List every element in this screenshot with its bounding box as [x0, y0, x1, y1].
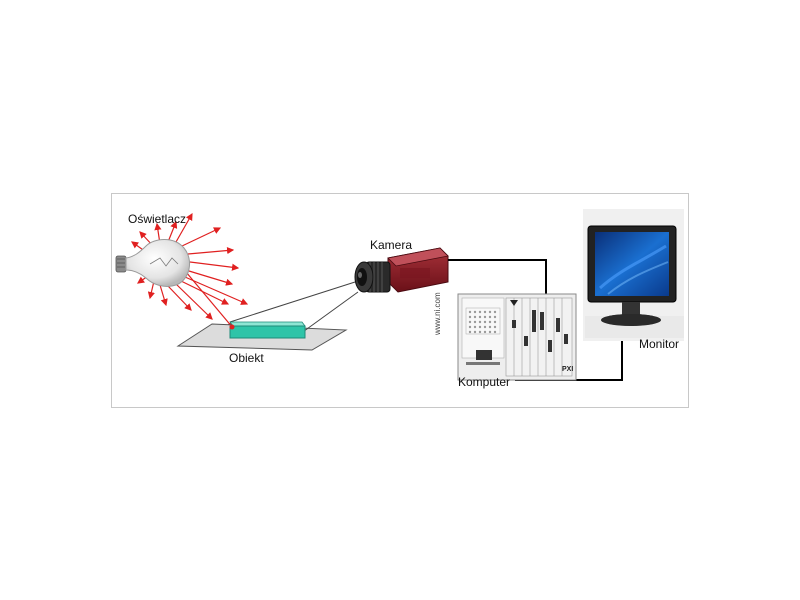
pxi-slots — [505, 297, 573, 377]
computer-url-text: www.ni.com — [433, 292, 442, 335]
label-camera: Kamera — [370, 238, 413, 252]
label-illuminator: Oświetlacz — [128, 212, 187, 226]
light-rays — [131, 212, 249, 329]
vent-grid — [468, 310, 497, 334]
computer-chassis — [457, 293, 577, 381]
computer-model-text: PXI — [562, 366, 574, 373]
camera — [354, 247, 449, 293]
label-monitor: Monitor — [639, 337, 680, 351]
camera-view-lines — [229, 281, 359, 335]
object-bar — [229, 321, 306, 339]
label-object: Obiekt — [229, 351, 264, 365]
monitor — [583, 209, 684, 341]
light-bulb — [115, 239, 191, 287]
label-computer: Komputer — [458, 375, 511, 389]
